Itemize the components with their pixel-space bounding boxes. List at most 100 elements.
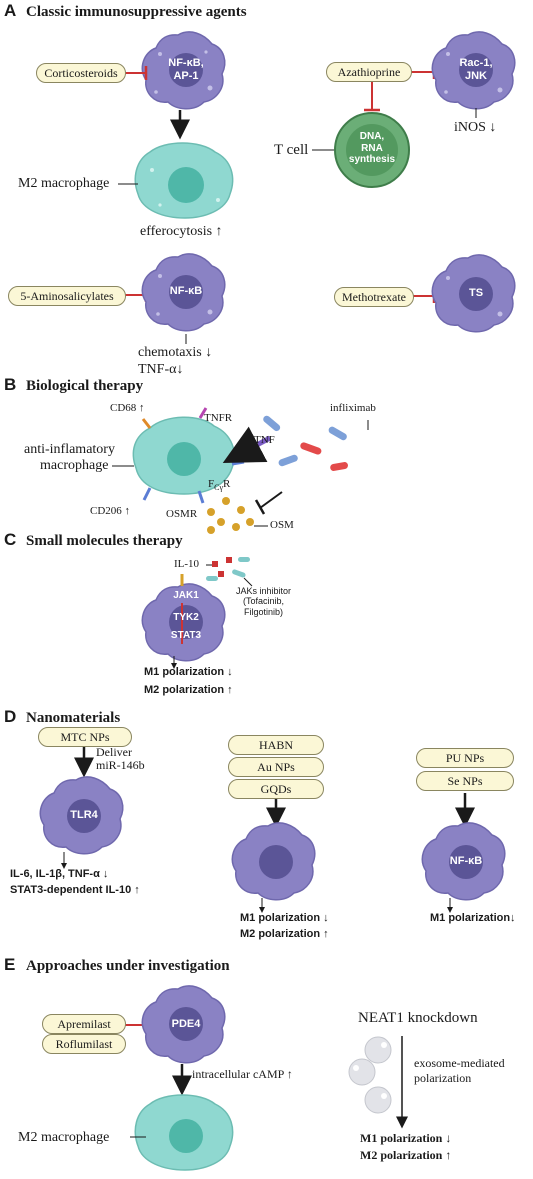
cd206-label: CD206 ↑: [90, 505, 131, 517]
section-a-title: Classic immunosuppressive agents: [26, 4, 247, 20]
section-e-letter: E: [4, 955, 16, 974]
section-a-letter: A: [4, 1, 17, 20]
m2-polarization-c: M2 polarization ↑: [144, 684, 233, 696]
cd68-label: CD68 ↑: [110, 402, 145, 414]
osm-molecules: [207, 497, 254, 534]
anti-inflammatory-label-line1: anti-inflamatory: [24, 442, 115, 457]
il10-molecule: [226, 557, 232, 563]
jaks-inhibitor-label: JAKs inhibitor(Tofacinib,Filgotinib): [236, 586, 292, 617]
infliximab-molecule: [278, 454, 298, 467]
osmr-receptor: [197, 490, 205, 504]
section-b-letter: B: [4, 375, 17, 394]
tnf-binding-arrow: [222, 426, 272, 464]
pde4-label: PDE4: [171, 1018, 201, 1030]
camp-label: intracellular cAMP ↑: [192, 1067, 293, 1081]
tnf-label-b: TNF: [254, 434, 275, 446]
osm-label: OSM: [270, 519, 294, 531]
m2-macrophage-cell-a: [134, 142, 234, 219]
roflumilast-pill: Roflumilast: [42, 1034, 126, 1054]
t-cell: [334, 112, 410, 188]
macrophage-cell-rac: [431, 31, 516, 110]
anti-inflammatory-label-line2: macrophage: [40, 458, 109, 473]
inhibit-bar-osm: [254, 499, 266, 515]
m1-polarization-d2: M1 polarization↓: [430, 912, 516, 924]
exosome-icons: [348, 1036, 392, 1114]
infliximab-molecule: [330, 462, 349, 471]
il6-label: IL-6, IL-1β, TNF-α ↓: [10, 868, 109, 880]
stat3-label-c: STAT3: [170, 630, 202, 641]
azathioprine-pill: Azathioprine: [326, 62, 412, 82]
m2-macrophage-cell-e: [134, 1094, 234, 1171]
section-d-letter: D: [4, 707, 17, 726]
stat3-il10-label: STAT3-dependent IL-10 ↑: [10, 884, 140, 896]
t-cell-label: T cell: [274, 142, 309, 158]
jak-inhibitor-molecule: [232, 569, 246, 578]
m2-polarization-d: M2 polarization ↑: [240, 928, 329, 940]
tlr4-label: TLR4: [70, 809, 98, 821]
il10-molecule: [212, 561, 218, 567]
macrophage-cell-tlr4: [39, 776, 124, 855]
gqds-pill: GQDs: [228, 779, 324, 799]
section-e-title: Approaches under investigation: [26, 958, 230, 974]
anti-inflammatory-macrophage-cell: [132, 416, 235, 495]
infliximab-label: infliximab: [330, 402, 376, 414]
nfkb-ap1-label: NF-κB,AP-1: [168, 57, 204, 82]
fcgr-label: FCγR: [208, 478, 231, 493]
tyk2-label: TYK2: [173, 612, 199, 623]
aminosalicylates-pill: 5-Aminosalicylates: [8, 286, 126, 306]
m2-polarization-e: M2 polarization ↑: [360, 1148, 452, 1162]
inos-label: iNOS ↓: [454, 120, 497, 135]
au-nps-pill: Au NPs: [228, 757, 324, 777]
section-d-title: Nanomaterials: [26, 710, 121, 726]
macrophage-cell-a1: [141, 31, 226, 110]
chemotaxis-label: chemotaxis ↓: [138, 345, 213, 360]
tnf-alpha-label: TNF-α↓: [138, 362, 184, 377]
mtc-nps-pill: MTC NPs: [38, 727, 132, 747]
connector-jaks: [243, 577, 253, 587]
rac1-jnk-label: Rac-1,JNK: [459, 57, 493, 82]
neat1-label: NEAT1 knockdown: [358, 1010, 478, 1026]
nfkb-label-a: NF-κB: [169, 285, 203, 297]
macrophage-cell-nfkb-a: [141, 253, 226, 332]
m1-polarization-e: M1 polarization ↓: [360, 1131, 452, 1145]
il10-label: IL-10: [174, 558, 200, 570]
section-b-title: Biological therapy: [26, 378, 144, 394]
tnfr-receptor: [198, 407, 208, 419]
efferocytosis-label: efferocytosis ↑: [140, 224, 223, 239]
methotrexate-pill: Methotrexate: [334, 287, 414, 307]
macrophage-cell-jak: [141, 583, 226, 662]
cd206-receptor: [142, 487, 152, 501]
fcgr-receptor: [231, 460, 245, 466]
pu-nps-pill: PU NPs: [416, 748, 514, 768]
se-nps-pill: Se NPs: [416, 771, 514, 791]
macrophage-cell-d-middle: [231, 822, 316, 901]
m2-macrophage-label-e: M2 macrophage: [18, 1130, 110, 1145]
jak-inhibitor-molecule: [206, 576, 218, 581]
tnfr-label: TNFR: [204, 412, 233, 424]
infliximab-molecule: [328, 426, 347, 441]
cd68-receptor: [141, 418, 152, 429]
corticosteroids-pill: Corticosteroids: [36, 63, 126, 83]
m2-macrophage-label-a: M2 macrophage: [18, 176, 110, 191]
nfkb-label-d: NF-κB: [449, 855, 483, 867]
habn-pill: HABN: [228, 735, 324, 755]
m1-polarization-d: M1 polarization ↓: [240, 912, 329, 924]
section-c-title: Small molecules therapy: [26, 533, 183, 549]
jak1-label: JAK1: [173, 590, 199, 601]
infliximab-molecule: [300, 442, 322, 455]
il10-molecule: [218, 571, 224, 577]
m1-polarization-c: M1 polarization ↓: [144, 666, 233, 678]
macrophage-cell-ts: [431, 254, 516, 333]
macrophage-cell-nfkb-d: [421, 822, 506, 901]
jak-inhibitor-molecule: [238, 557, 250, 562]
inhibit-line-osm: [259, 491, 283, 509]
osmr-label: OSMR: [166, 508, 198, 520]
tnf-molecule: [263, 415, 281, 432]
macrophage-cell-pde4: [141, 985, 226, 1064]
apremilast-pill: Apremilast: [42, 1014, 126, 1034]
